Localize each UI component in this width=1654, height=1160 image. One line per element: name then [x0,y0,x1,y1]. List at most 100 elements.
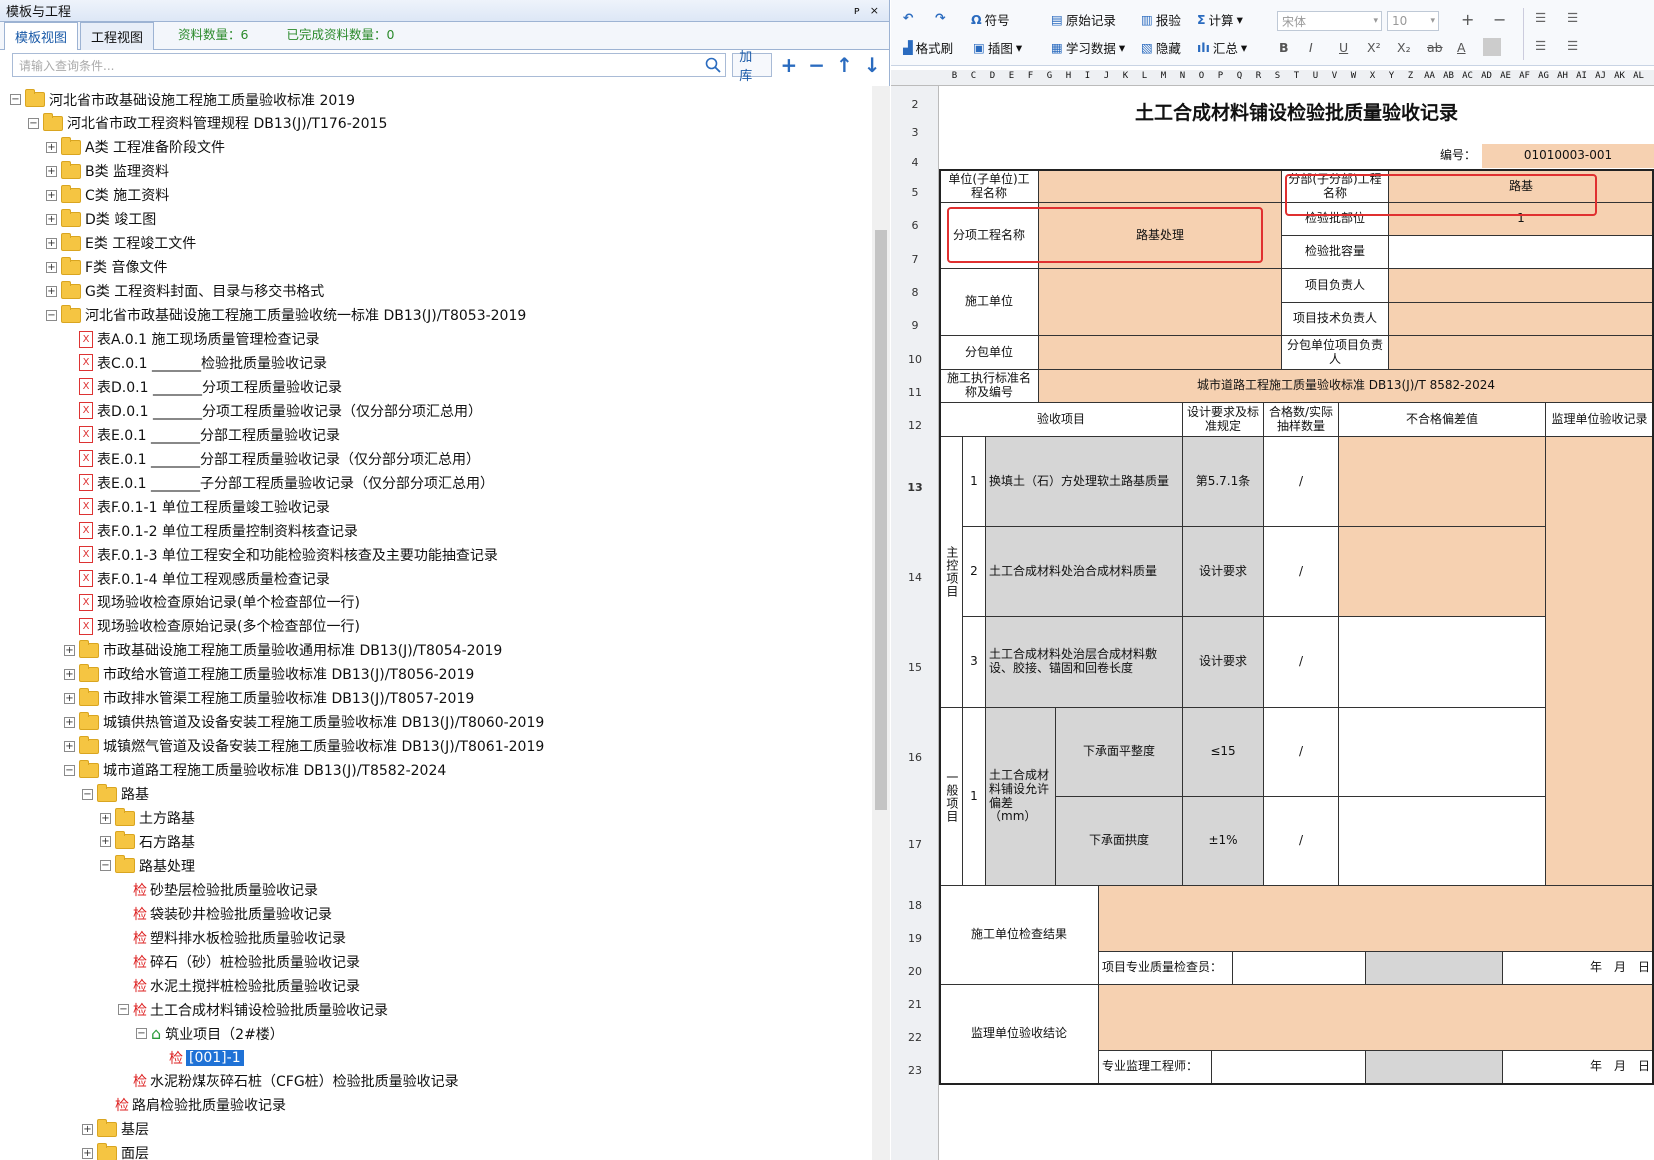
tree-node[interactable]: −城市道路工程施工质量验收标准 DB13(J)/T8582-2024 [64,759,446,782]
column-letter[interactable]: L [1141,71,1148,81]
tech-lead-value[interactable] [1388,302,1654,336]
column-letter[interactable]: G [1046,71,1053,81]
column-letter[interactable]: U [1312,71,1319,81]
row-number[interactable]: 5 [911,186,919,199]
engineer-date-field[interactable] [1365,1050,1503,1084]
column-letter[interactable]: F [1027,71,1034,81]
highlight-icon[interactable] [1483,38,1501,56]
tree-node[interactable]: 检碎石（砂）桩检验批质量验收记录 [118,950,360,973]
supervision-record[interactable] [1545,436,1654,886]
tree-node[interactable]: +土方路基 [100,807,195,830]
column-letter[interactable]: N [1179,71,1186,81]
format-brush-button[interactable]: ▟格式刷 [903,38,953,57]
tab-template-view[interactable]: 模板视图 [4,22,79,50]
batch-capacity-value[interactable] [1388,235,1654,269]
m3-deviation[interactable] [1338,616,1546,708]
row-number[interactable]: 23 [908,1064,922,1077]
project-manager-value[interactable] [1388,268,1654,303]
contractor-value[interactable] [1038,268,1282,336]
supervision-conclusion-value[interactable] [1098,984,1654,1051]
tree-node[interactable]: +D类 竣工图 [46,208,156,231]
row-number[interactable]: 14 [908,571,922,584]
collapse-icon[interactable]: − [136,1028,147,1040]
g1b-deviation[interactable] [1338,796,1546,886]
collapse-icon[interactable]: − [46,309,57,321]
raw-record-button[interactable]: ▤原始记录 [1051,10,1116,29]
expand-icon[interactable]: + [46,285,57,297]
tree-node[interactable]: −路基处理 [100,854,195,877]
column-letter[interactable]: T [1293,71,1300,81]
strikethrough-button[interactable]: ab [1427,40,1443,55]
column-letter[interactable]: AF [1519,71,1530,81]
column-letter[interactable]: Y [1388,71,1395,81]
expand-icon[interactable]: + [46,165,57,177]
tree-node[interactable]: +E类 工程竣工文件 [46,232,196,255]
study-data-button[interactable]: ▦学习数据▾ [1051,40,1126,56]
row-number[interactable]: 3 [911,126,919,139]
expand-icon[interactable]: + [46,261,57,273]
tab-project-view[interactable]: 工程视图 [80,22,155,50]
column-letter[interactable]: AC [1462,71,1473,81]
expand-icon[interactable]: + [46,189,57,201]
tree-node[interactable]: −⌂筑业项目（2#楼） [136,1022,284,1045]
column-letter[interactable]: C [970,71,977,81]
expand-icon[interactable]: + [64,668,75,680]
collapse-icon[interactable]: − [28,117,39,129]
tree-node[interactable]: −检土工合成材料铺设检验批质量验收记录 [118,998,388,1021]
row-number[interactable]: 20 [908,965,922,978]
tree-node[interactable]: 检水泥粉煤灰碎石桩（CFG桩）检验批质量验收记录 [118,1070,459,1093]
tree-node[interactable]: 检砂垫层检验批质量验收记录 [118,878,318,901]
m1-deviation[interactable] [1338,436,1546,527]
pin-icon[interactable]: ᴘ [854,4,860,17]
subscript-button[interactable]: X₂ [1397,40,1411,55]
unit-value[interactable] [1038,170,1282,203]
row-number[interactable]: 21 [908,998,922,1011]
row-number[interactable]: 7 [911,253,919,266]
row-number[interactable]: 8 [911,286,919,299]
search-icon[interactable] [705,57,721,73]
tree-node[interactable]: −河北省市政基础设施工程施工质量验收统一标准 DB13(J)/T8053-201… [46,304,526,327]
m3-count[interactable]: / [1263,616,1339,708]
column-letter[interactable]: M [1160,71,1167,81]
close-icon[interactable]: × [869,4,879,17]
scrollbar-thumb[interactable] [875,230,887,810]
g1a-count[interactable]: / [1263,707,1339,797]
tree-node[interactable]: +城镇燃气管道及设备安装工程施工质量验收标准 DB13(J)/T8061-201… [64,735,544,758]
bold-button[interactable]: B [1279,40,1289,55]
hide-button[interactable]: ▧隐藏 [1141,38,1181,57]
m2-count[interactable]: / [1263,526,1339,617]
add-library-button[interactable]: 加库 [732,50,772,84]
inspector-value[interactable] [1232,951,1366,985]
column-letter[interactable]: O [1198,71,1205,81]
row-number[interactable]: 4 [911,156,919,169]
expand-icon[interactable]: + [46,213,57,225]
expand-icon[interactable]: + [46,141,57,153]
column-letter[interactable]: K [1122,71,1129,81]
row-number[interactable]: 10 [908,353,922,366]
m2-deviation[interactable] [1338,526,1546,617]
tree-node[interactable]: −河北省市政工程资料管理规程 DB13(J)/T176-2015 [28,112,387,135]
collapse-icon[interactable]: − [100,860,111,872]
column-letter[interactable]: E [1008,71,1015,81]
tree-node[interactable]: +B类 监理资料 [46,160,169,183]
column-letter[interactable]: AG [1538,71,1549,81]
column-letter[interactable]: W [1350,71,1357,81]
sub-pm-value[interactable] [1388,335,1654,370]
tree-node[interactable]: +市政给水管道工程施工质量验收标准 DB13(J)/T8056-2019 [64,663,474,686]
tree-node[interactable]: +市政排水管渠工程施工质量验收标准 DB13(J)/T8057-2019 [64,687,474,710]
row-number[interactable]: 17 [908,838,922,851]
redo-icon[interactable]: ↷ [935,10,946,25]
column-letter[interactable]: AI [1576,71,1587,81]
column-letter[interactable]: AK [1614,71,1625,81]
